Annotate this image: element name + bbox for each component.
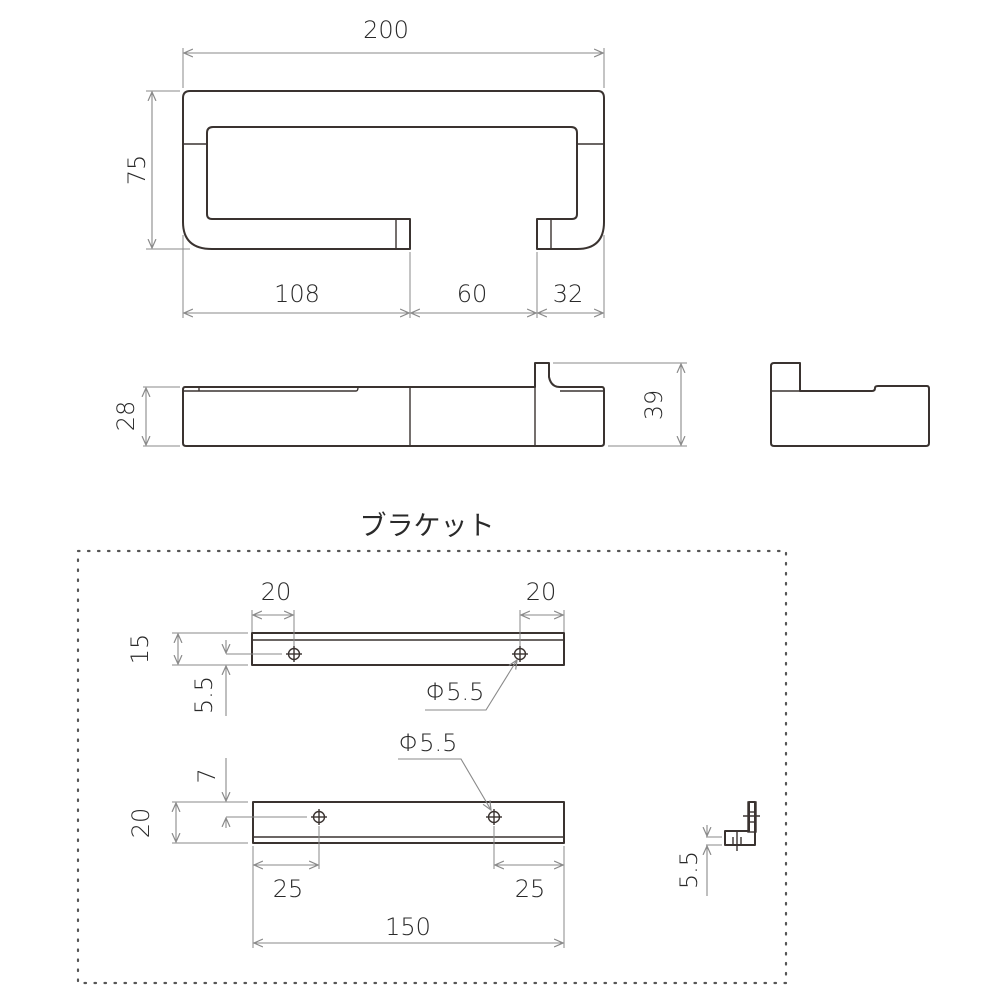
bracket-section: ブラケット 20 20 15	[76, 511, 788, 985]
dim-upper-hole-offset: 5.5	[190, 676, 218, 714]
front-view: 28 39	[112, 362, 687, 447]
side-outline	[770, 362, 930, 447]
top-view: 200 75 108 60 32	[123, 16, 605, 318]
dim-bracket-thickness: 5.5	[675, 851, 703, 889]
side-view	[770, 362, 930, 447]
front-outline	[182, 362, 605, 447]
lower-hole-diameter-label: Φ5.5	[399, 729, 458, 757]
dim-lower-left-offset: 25	[273, 875, 304, 903]
dim-lower-hole-offset: 7	[193, 768, 221, 783]
bracket-lower-outline	[252, 801, 565, 844]
dim-lower-right-offset: 25	[515, 875, 546, 903]
upper-hole-diameter-label: Φ5.5	[426, 678, 485, 706]
dim-total-height: 39	[640, 390, 668, 421]
dim-seg-right: 32	[553, 280, 584, 308]
bracket-lower-view: Φ5.5 7 20 25 25 150	[127, 729, 565, 948]
dim-seg-left: 108	[274, 280, 320, 308]
bracket-dotted-frame	[76, 549, 788, 985]
dim-upper-left-offset: 20	[261, 578, 292, 606]
dim-upper-height: 15	[126, 634, 154, 665]
dim-lower-length: 150	[385, 913, 431, 941]
dim-overall-width: 200	[363, 16, 409, 44]
bracket-l-profile	[724, 801, 756, 846]
bracket-upper-outline	[251, 632, 565, 666]
bracket-upper-view: 20 20 15 5.5 Φ5.5	[126, 578, 565, 716]
dim-height: 75	[123, 155, 151, 186]
dim-seg-gap: 60	[457, 280, 488, 308]
dim-body-height: 28	[112, 401, 140, 432]
dim-upper-right-offset: 20	[526, 578, 557, 606]
dim-lower-height: 20	[127, 808, 155, 839]
bracket-side-view: 5.5	[675, 801, 760, 896]
bracket-title: ブラケット	[360, 511, 495, 542]
holder-outline	[182, 90, 605, 250]
